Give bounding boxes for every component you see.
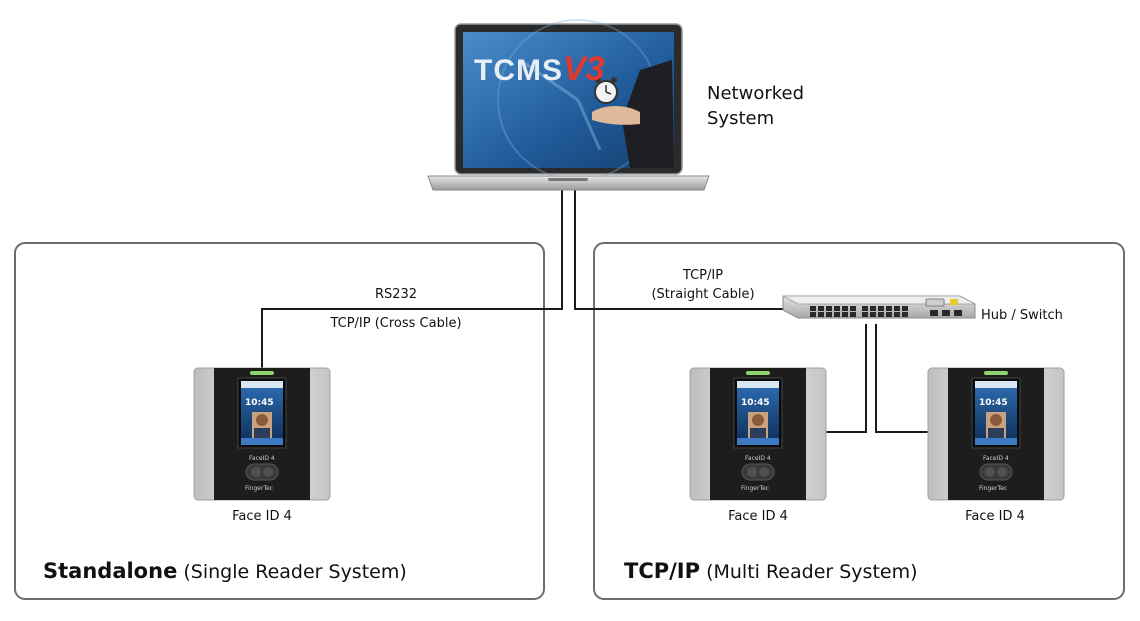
straight-cable-label: (Straight Cable) bbox=[651, 287, 755, 302]
laptop-illustration bbox=[427, 19, 710, 191]
standalone-cable bbox=[261, 188, 563, 368]
tcpip-cross-cable-label: TCP/IP (Cross Cable) bbox=[330, 316, 462, 331]
standalone-title-bold: Standalone bbox=[43, 559, 178, 583]
hub-switch-label: Hub / Switch bbox=[981, 308, 1063, 323]
network-device-label-2: Face ID 4 bbox=[965, 509, 1025, 524]
switch-uplink-cable bbox=[574, 188, 783, 310]
standalone-title: Standalone (Single Reader System) bbox=[43, 559, 407, 583]
tcpip-label: TCP/IP bbox=[682, 268, 724, 283]
networked-system-line-1: Networked bbox=[707, 83, 805, 104]
networked-system-line-2: System bbox=[707, 108, 775, 129]
network-reader-2-device bbox=[927, 367, 1065, 501]
hub-switch-illustration bbox=[782, 295, 976, 319]
standalone-panel bbox=[14, 242, 545, 600]
standalone-reader-device bbox=[193, 367, 331, 501]
standalone-title-rest: (Single Reader System) bbox=[183, 561, 407, 583]
tcms-logo-text: TCMS bbox=[474, 54, 563, 87]
standalone-device-label: Face ID 4 bbox=[232, 509, 292, 524]
network-panel bbox=[593, 242, 1125, 600]
tcms-logo: TCMSV3 bbox=[474, 50, 605, 89]
networked-system-caption: Networked System bbox=[707, 81, 804, 131]
rs232-label: RS232 bbox=[374, 287, 418, 302]
network-title: TCP/IP (Multi Reader System) bbox=[624, 559, 918, 583]
switch-to-reader-2-cable bbox=[875, 324, 929, 433]
switch-to-reader-1-cable bbox=[823, 324, 867, 433]
network-device-label-1: Face ID 4 bbox=[728, 509, 788, 524]
network-reader-1-device bbox=[689, 367, 827, 501]
tcms-logo-version: V3 bbox=[563, 50, 605, 88]
network-title-rest: (Multi Reader System) bbox=[706, 561, 918, 583]
network-title-bold: TCP/IP bbox=[624, 559, 701, 583]
